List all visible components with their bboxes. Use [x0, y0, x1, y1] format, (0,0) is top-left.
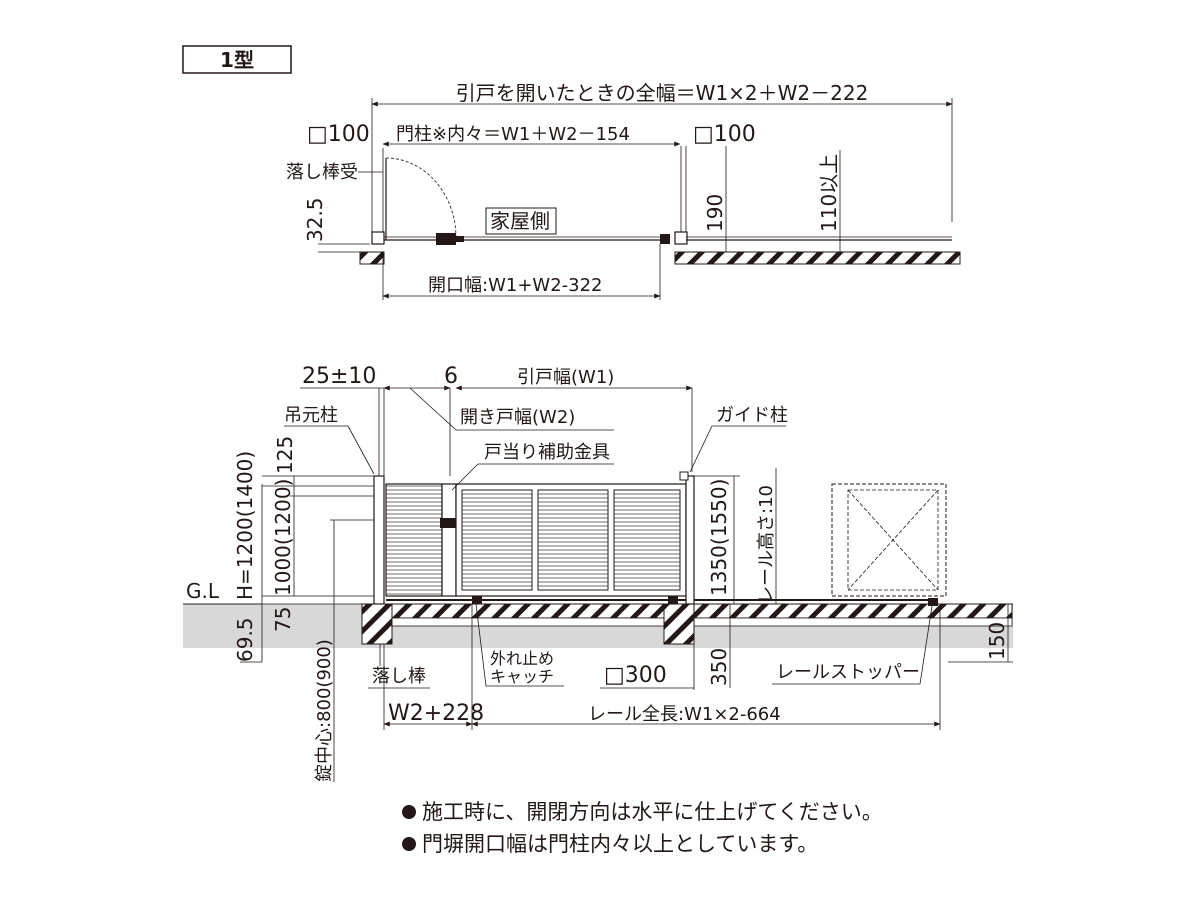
plan-ground-hatch: [674, 251, 961, 265]
type-label-box: 1型: [182, 45, 292, 74]
dim-1350: 1350(1550): [707, 479, 731, 596]
rail-stopper-label: レールストッパー: [776, 662, 920, 683]
hinge-post: [373, 475, 385, 605]
dim-25: 25±10: [302, 364, 376, 389]
dim-69-5: 69.5: [233, 617, 257, 662]
rail-length-label: レール全長:W1×2-664: [588, 704, 781, 725]
note-2-text: 門塀開口幅は門柱内々以上としています。: [422, 832, 819, 856]
dim-150: 150: [985, 622, 1009, 660]
catch-label-1: 外れ止め: [490, 649, 554, 668]
swing-door-panel: [385, 483, 443, 597]
note-1-text: 施工時に、開閉方向は水平に仕上げてください。: [422, 800, 883, 824]
guide-foundation: [663, 603, 695, 645]
dim-h: H=1200(1400): [233, 451, 257, 600]
dim-1000: 1000(1200): [271, 479, 295, 596]
note-2: 門塀開口幅は門柱内々以上としています。: [402, 828, 1102, 860]
house-side-label: 家屋側: [490, 209, 550, 233]
opening-width-label: 開口幅:W1+W2-322: [428, 275, 603, 296]
guide-post: [685, 475, 695, 605]
total-width-label: 引戸を開いたときの全幅＝W1×2＋W2－222: [456, 81, 869, 105]
notes: 施工時に、開閉方向は水平に仕上げてください。 門塀開口幅は門柱内々以上としていま…: [402, 796, 1102, 860]
dim-110: 110以上: [817, 154, 841, 232]
plan-view: 引戸を開いたときの全幅＝W1×2＋W2－222 □100 □100 門柱※内々＝…: [286, 81, 961, 300]
rail-stopper: [928, 598, 938, 606]
hinge-post-label: 吊元柱: [284, 405, 338, 426]
lock-center-label: 錠中心:800(900): [314, 639, 335, 782]
dim-75: 75: [271, 607, 295, 632]
swing-arc: [385, 157, 457, 237]
guide-post-label: ガイド柱: [716, 405, 788, 426]
drop-rod-receiver-label: 落し棒受: [286, 162, 358, 183]
dim-32-5: 32.5: [303, 197, 327, 242]
dim-190: 190: [703, 194, 727, 232]
door-stop-label: 戸当り補助金具: [484, 442, 610, 463]
swing-width-label: 開き戸幅(W2): [460, 407, 575, 428]
bullet-icon: [402, 837, 416, 851]
dim-125: 125: [273, 436, 297, 474]
post-inner-label: 門柱※内々＝W1＋W2－154: [396, 124, 630, 145]
type-label: 1型: [220, 48, 254, 72]
open-gate-ghost: [831, 483, 947, 597]
hinge-foundation: [361, 603, 393, 645]
dim-w2-228: W2+228: [388, 701, 484, 726]
foundation-label: □300: [604, 663, 667, 688]
catch-label-2: キャッチ: [490, 667, 554, 686]
post-size-right: □100: [693, 122, 756, 147]
dim-6: 6: [444, 364, 458, 389]
hinge-post-plan: [371, 231, 385, 245]
guide-post-plan: [674, 231, 688, 245]
gl-label: G.L: [186, 579, 220, 603]
rail-height-label: レール高さ:10: [756, 485, 777, 604]
elevation-view: G.L 吊元柱 ガイド柱 25±10 6: [183, 364, 1013, 782]
bullet-icon: [402, 805, 416, 819]
drop-rod-label: 落し棒: [372, 666, 426, 687]
dim-350: 350: [707, 648, 731, 686]
note-1: 施工時に、開閉方向は水平に仕上げてください。: [402, 796, 1102, 828]
lock: [440, 518, 462, 528]
latch-plan: [436, 233, 456, 245]
sliding-width-label: 引戸幅(W1): [517, 367, 614, 388]
post-size-left: □100: [307, 122, 370, 147]
